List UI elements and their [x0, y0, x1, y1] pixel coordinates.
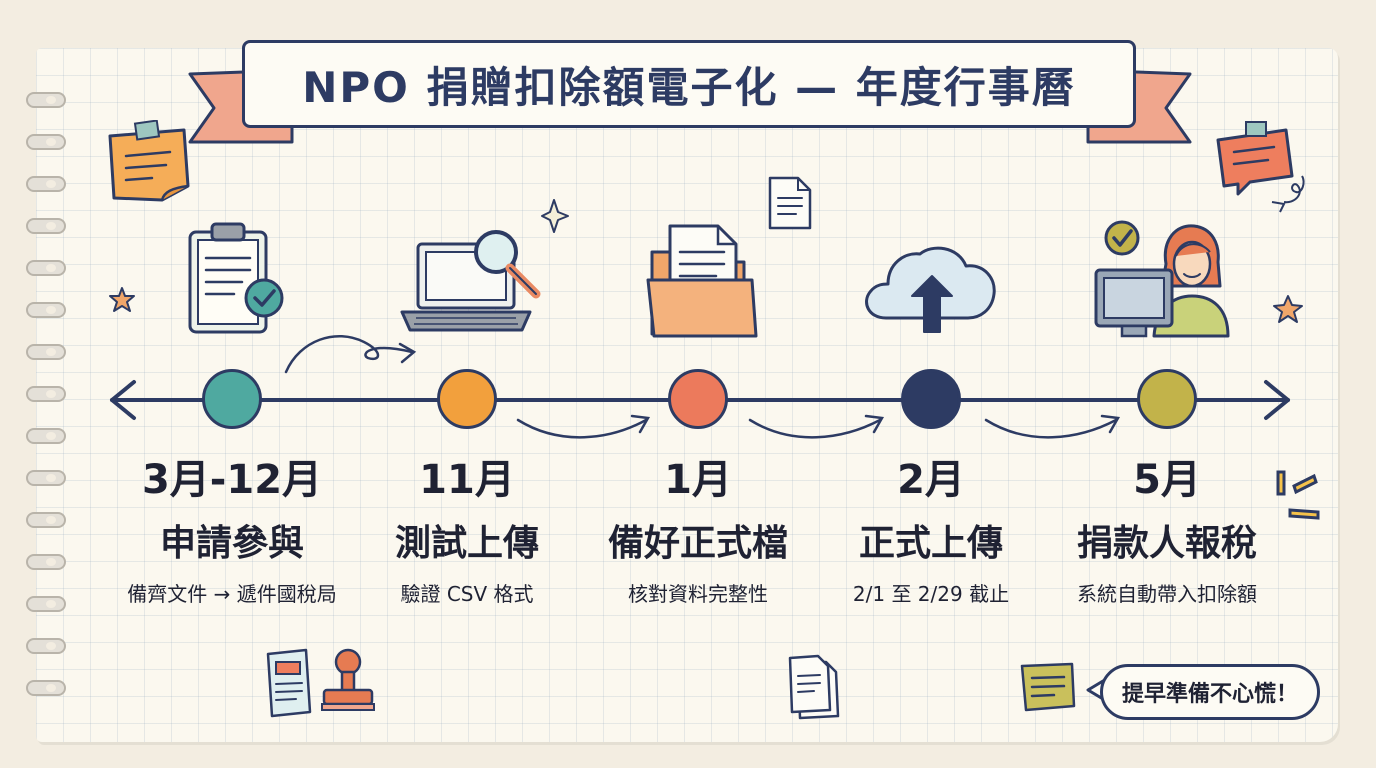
step-month: 5月 — [1123, 457, 1211, 504]
note-icon — [1020, 662, 1076, 712]
notebook-ring — [26, 386, 66, 402]
timeline-step: 11月測試上傳驗證 CSV 格式 — [347, 460, 587, 607]
page-title: NPO 捐贈扣除額電子化 — 年度行事曆 — [302, 62, 1076, 112]
step-month-label: 3月-12月 — [141, 457, 323, 503]
step-description: 驗證 CSV 格式 — [400, 582, 534, 606]
clipboard-check-icon — [188, 222, 284, 334]
laptop-search-icon — [400, 230, 541, 332]
timeline-step: 3月-12月申請參與備齊文件 → 遞件國稅局 — [112, 460, 352, 607]
timeline-node — [202, 369, 262, 429]
document-icon — [768, 176, 812, 230]
documents-stack-icon — [788, 654, 840, 720]
timeline-node — [1137, 369, 1197, 429]
emphasis-lines-icon — [1276, 470, 1320, 520]
cloud-upload-icon — [865, 246, 996, 333]
timeline-node — [437, 369, 497, 429]
step-month: 1月 — [654, 457, 742, 504]
timeline-step: 1月備好正式檔核對資料完整性 — [578, 460, 818, 607]
step-title: 備好正式檔 — [607, 523, 788, 564]
sticky-note-icon — [108, 120, 190, 202]
notebook-ring — [26, 638, 66, 654]
step-title: 申請參與 — [159, 523, 304, 564]
notebook-ring — [26, 92, 66, 108]
step-month-label: 2月 — [897, 457, 965, 503]
step-description: 系統自動帶入扣除額 — [1077, 582, 1257, 606]
notebook-ring — [26, 302, 66, 318]
step-month: 11月 — [409, 457, 525, 504]
timeline-step: 5月捐款人報稅系統自動帶入扣除額 — [1047, 460, 1287, 607]
notebook-ring — [26, 218, 66, 234]
title-banner: NPO 捐贈扣除額電子化 — 年度行事曆 — [242, 40, 1136, 128]
notebook-ring — [26, 176, 66, 192]
step-month-label: 11月 — [419, 457, 515, 503]
step-title: 捐款人報稅 — [1076, 523, 1257, 564]
person-computer-icon — [1094, 220, 1230, 338]
timeline-left-arrowhead — [110, 380, 136, 420]
reminder-text: 提早準備不心慌！ — [1121, 682, 1298, 707]
star-icon-right — [1273, 295, 1303, 323]
step-month: 2月 — [887, 457, 975, 504]
connector-arrow-4 — [984, 418, 1118, 439]
notebook-ring — [26, 344, 66, 360]
notebook-ring — [26, 134, 66, 150]
notebook-ring — [26, 470, 66, 486]
notebook-ring — [26, 512, 66, 528]
connector-arrow-2 — [516, 418, 648, 439]
step-month: 3月-12月 — [131, 457, 333, 504]
step-title: 測試上傳 — [394, 523, 539, 564]
connector-arrows — [284, 334, 1121, 439]
notebook-ring — [26, 554, 66, 570]
reminder-bubble: 提早準備不心慌！ — [1100, 664, 1320, 720]
folder-document-icon — [646, 224, 758, 338]
notebook-ring — [26, 428, 66, 444]
step-title: 正式上傳 — [858, 523, 1003, 564]
step-month-label: 1月 — [664, 457, 732, 503]
speech-note-icon — [1216, 121, 1305, 213]
timeline-node — [901, 369, 961, 429]
form-stamp-icon — [266, 648, 375, 718]
connector-arrow-3 — [748, 418, 882, 439]
sparkle-icon — [541, 199, 569, 233]
star-icon-left — [109, 287, 135, 312]
step-description: 核對資料完整性 — [628, 582, 768, 606]
step-month-label: 5月 — [1133, 457, 1201, 503]
notebook-ring — [26, 260, 66, 276]
connector-arrow-1 — [284, 334, 414, 374]
notebook-ring — [26, 596, 66, 612]
step-description: 2/1 至 2/29 截止 — [852, 582, 1010, 606]
connector-arrowhead-3 — [864, 414, 885, 434]
timeline-step: 2月正式上傳 2/1 至 2/29 截止 — [811, 460, 1051, 607]
connector-arrowhead-1 — [398, 342, 417, 364]
timeline-node — [668, 369, 728, 429]
notebook-ring — [26, 680, 66, 696]
connector-arrowhead-4 — [1100, 414, 1121, 434]
timeline-right-arrowhead — [1264, 380, 1290, 420]
connector-arrowhead-2 — [630, 414, 651, 434]
step-description: 備齊文件 → 遞件國稅局 — [127, 582, 337, 606]
